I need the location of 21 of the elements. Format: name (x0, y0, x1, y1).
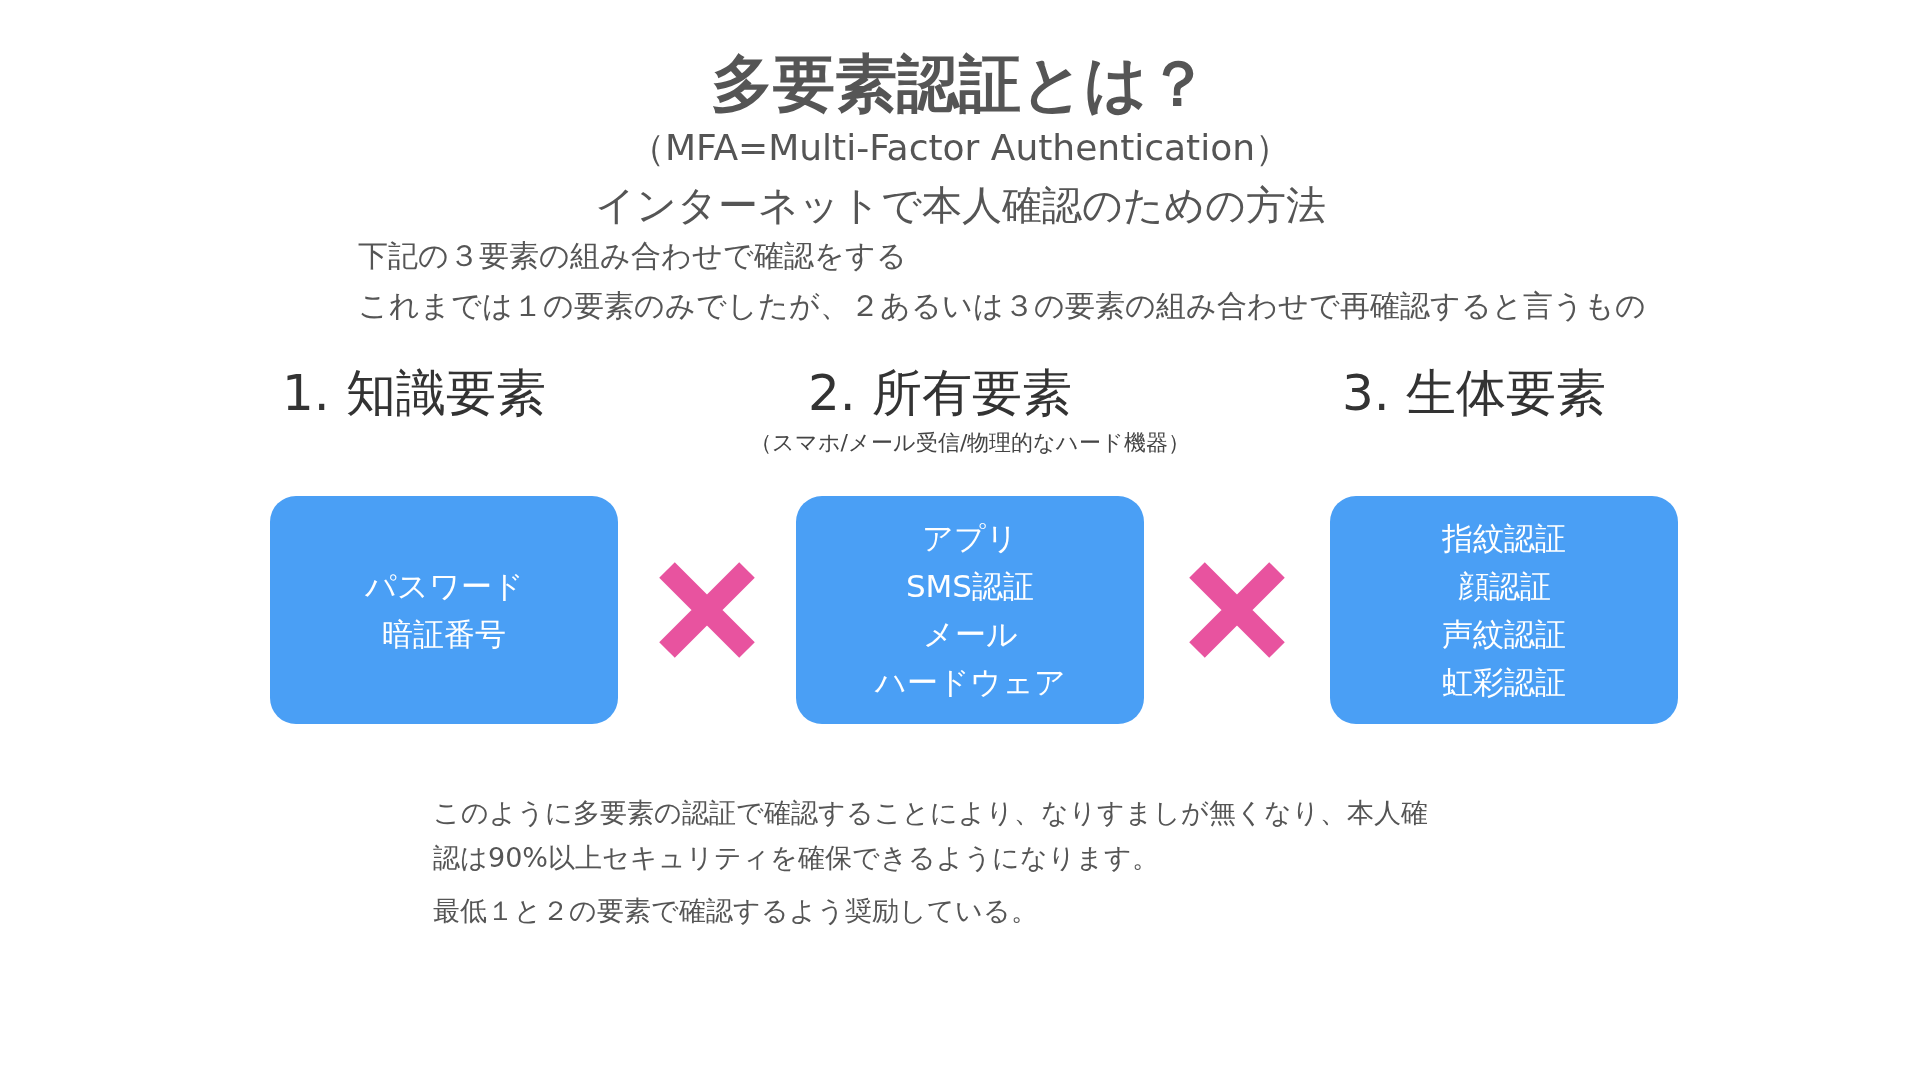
description-text: 下記の３要素の組み合わせで確認をする (358, 237, 907, 275)
list-item: SMS認証 (905, 567, 1035, 606)
list-item: パスワード (364, 567, 524, 606)
title: 多要素認証とは？ (710, 46, 1210, 122)
list-item: 指紋認証 (1442, 519, 1566, 558)
list-item: 暗証番号 (382, 615, 506, 654)
heading: 2. 所有要素 (808, 363, 1072, 424)
list-item: 声紋認証 (1442, 615, 1566, 654)
subtitle: インターネットで本人確認のための方法 (593, 181, 1327, 230)
heading: 3. 生体要素 (1342, 363, 1606, 424)
list-item: 顔認証 (1457, 567, 1551, 606)
body-text: このように多要素の認証で確認することにより、なりすましが無くなり、本人確認は90%以上セキュリティを確保できるようになります。 (433, 796, 1429, 875)
list-item: メール (922, 615, 1018, 654)
body-text: 最低１と２の要素で確認するよう奨励している。 (433, 894, 1038, 928)
note-text: （スマホ/メール受信/物理的なハード機器） (748, 429, 1192, 457)
heading: 1. 知識要素 (282, 363, 546, 424)
list-item: ハードウェア (874, 663, 1066, 702)
list-item: アプリ (922, 519, 1018, 558)
description-text: これまでは１の要素のみでしたが、２あるいは３の要素の組み合わせで再確認すると言うもの (358, 287, 1646, 325)
subtitle: （MFA=Multi-Factor Authentication） (627, 126, 1293, 170)
list-item: 虹彩認証 (1442, 663, 1566, 702)
